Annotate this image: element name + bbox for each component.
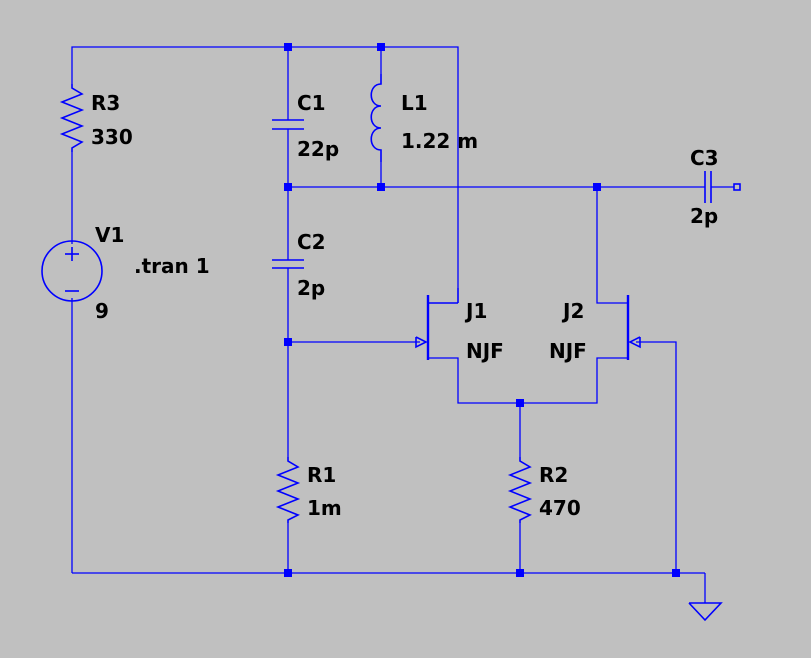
r3-ref: R3 — [91, 91, 120, 115]
ground-icon — [688, 602, 723, 622]
tran-directive[interactable]: .tran 1 — [134, 254, 210, 278]
junction-dot — [593, 183, 601, 191]
c2-value: 2p — [297, 276, 325, 300]
junctions — [284, 43, 680, 577]
l1-ref: L1 — [401, 91, 428, 115]
wire-sources — [428, 357, 628, 404]
jfet-j1[interactable] — [415, 288, 459, 360]
inductor-icon — [370, 74, 382, 162]
r2-value: 470 — [539, 496, 581, 520]
output-terminal — [733, 183, 741, 191]
wire-j2-gate — [636, 341, 677, 573]
capacitor-c3[interactable] — [704, 171, 741, 203]
c3-ref: C3 — [690, 146, 719, 170]
resistor-icon — [275, 457, 301, 523]
resistor-r1[interactable] — [275, 457, 301, 523]
c1-value: 22p — [297, 137, 339, 161]
labels: R3 330 V1 9 .tran 1 C1 22p L1 1.22 m C2 … — [91, 91, 719, 520]
l1-value: 1.22 m — [401, 129, 478, 153]
r1-ref: R1 — [307, 463, 336, 487]
junction-dot — [377, 183, 385, 191]
c2-ref: C2 — [297, 230, 326, 254]
capacitor-c1[interactable] — [272, 119, 304, 130]
r3-value: 330 — [91, 125, 133, 149]
v1-value: 9 — [95, 299, 109, 323]
junction-dot — [672, 569, 680, 577]
gate-arrow-icon — [628, 336, 641, 349]
wire-top-rail — [71, 46, 459, 288]
v1-ref: V1 — [95, 223, 124, 247]
resistor-icon — [59, 84, 85, 152]
gate-arrow-icon — [415, 336, 428, 349]
j2-ref: J2 — [561, 299, 584, 323]
c3-value: 2p — [690, 204, 718, 228]
r2-ref: R2 — [539, 463, 568, 487]
wires — [71, 46, 734, 603]
resistor-icon — [507, 457, 533, 523]
junction-dot — [284, 43, 292, 51]
j2-value: NJF — [549, 339, 587, 363]
junction-dot — [284, 338, 292, 346]
capacitor-c2[interactable] — [272, 259, 304, 269]
wire-j2-drain — [596, 187, 628, 304]
junction-dot — [377, 43, 385, 51]
r1-value: 1m — [307, 496, 342, 520]
jfet-j2[interactable] — [626, 295, 641, 360]
ground — [688, 602, 723, 622]
junction-dot — [284, 183, 292, 191]
junction-dot — [516, 399, 524, 407]
voltage-source-icon — [41, 240, 103, 302]
inductor-l1[interactable] — [370, 74, 382, 162]
voltage-source-v1[interactable] — [41, 240, 103, 302]
j1-ref: J1 — [464, 299, 487, 323]
c1-ref: C1 — [297, 91, 326, 115]
resistor-r3[interactable] — [59, 84, 85, 152]
j1-value: NJF — [466, 339, 504, 363]
resistor-r2[interactable] — [507, 457, 533, 523]
junction-dot — [516, 569, 524, 577]
junction-dot — [284, 569, 292, 577]
